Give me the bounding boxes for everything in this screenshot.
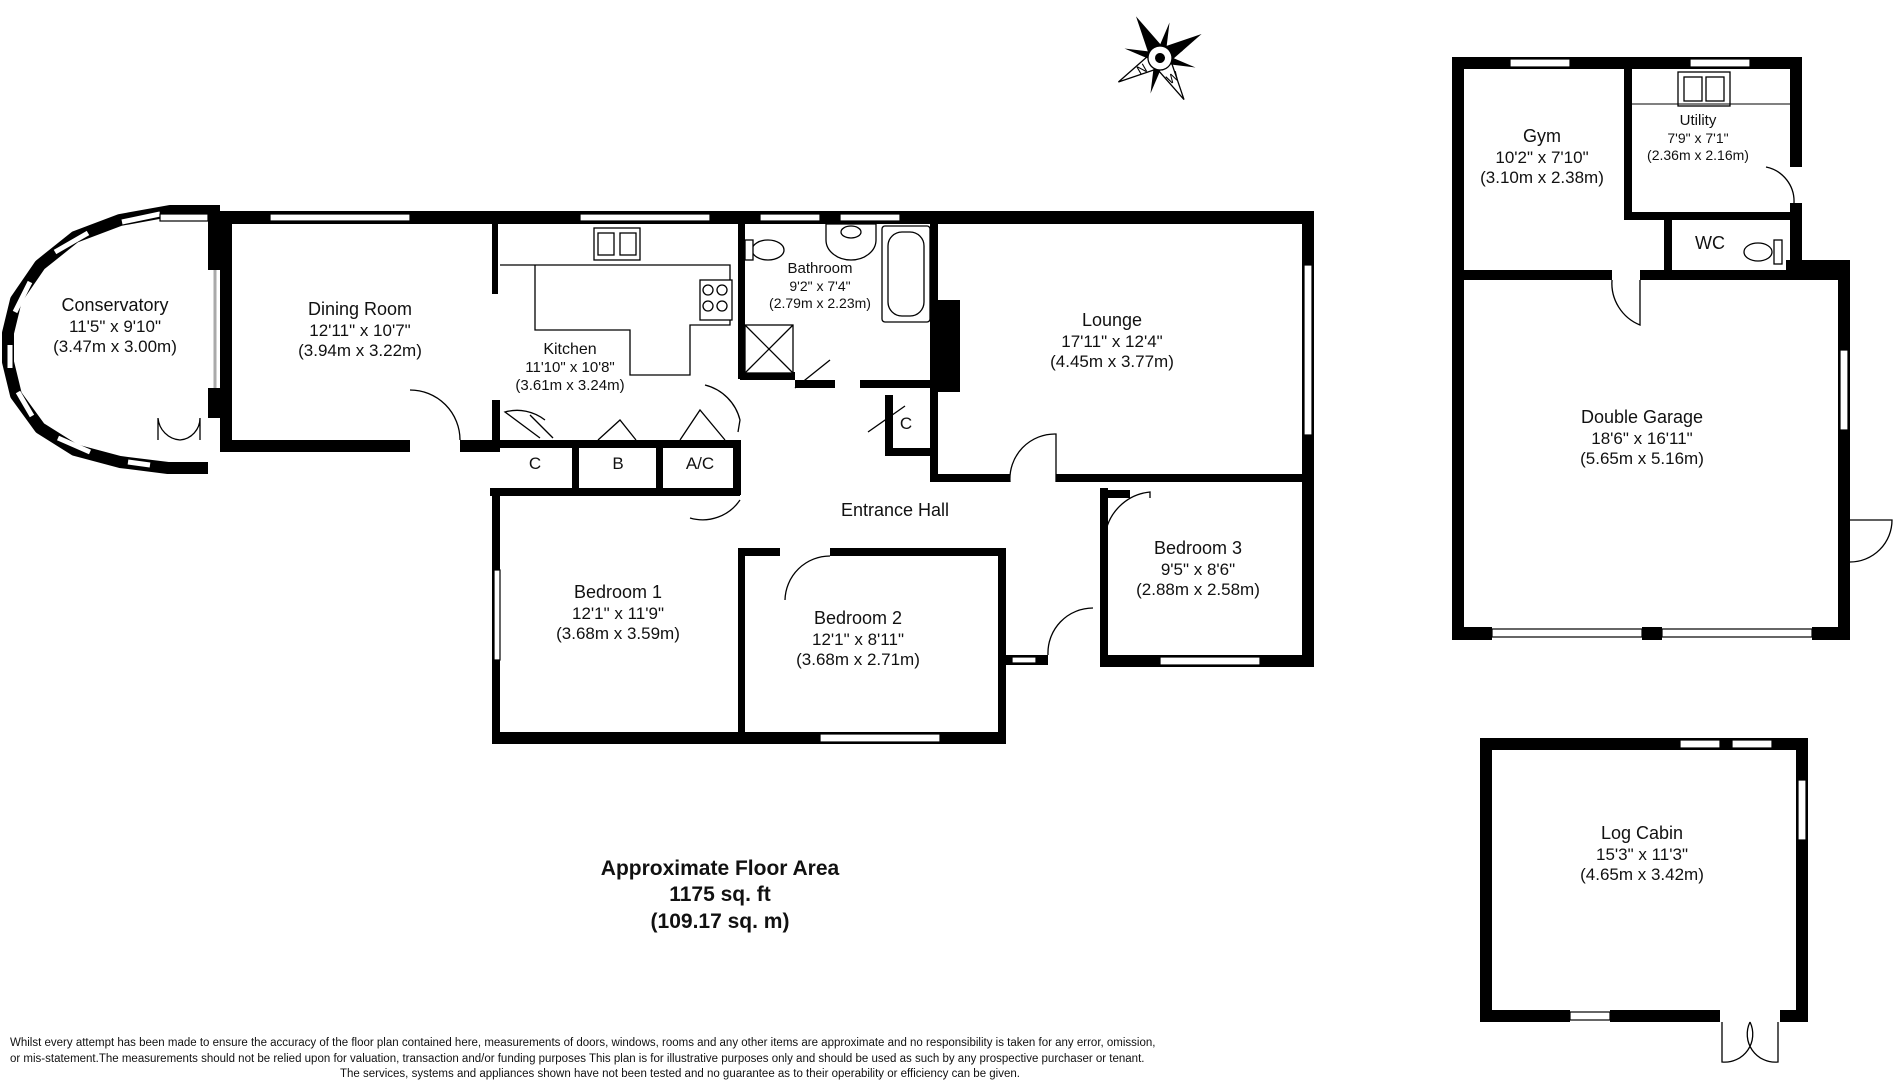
room-dim-metric: (3.10m x 2.38m) — [1480, 167, 1604, 187]
room-dim-imperial: 12'11" x 10'7" — [309, 320, 411, 340]
room-dim-imperial: 18'6" x 16'11" — [1591, 428, 1693, 448]
room-dim-imperial: 12'1" x 11'9" — [572, 603, 664, 623]
room-gym: Gym 10'2" x 7'10" (3.10m x 2.38m) — [1480, 126, 1604, 188]
room-kitchen: Kitchen 11'10" x 10'8" (3.61m x 3.24m) — [515, 340, 624, 395]
room-name: Lounge — [1081, 310, 1143, 330]
room-wc: WC — [1695, 233, 1725, 255]
room-dim-metric: (3.61m x 3.24m) — [515, 377, 625, 395]
room-entrance-hall: Entrance Hall — [841, 500, 949, 522]
utility-fittings — [1632, 71, 1790, 107]
garage-door-swings — [1611, 166, 1893, 563]
room-name: Entrance Hall — [840, 500, 950, 520]
room-dim-metric: (3.68m x 3.59m) — [556, 623, 680, 643]
room-log-cabin: Log Cabin 15'3" x 11'3" (4.65m x 3.42m) — [1580, 823, 1704, 885]
room-dim-metric: (4.65m x 3.42m) — [1580, 864, 1704, 884]
room-name: Kitchen — [543, 341, 597, 358]
room-dim-imperial: 17'11" x 12'4" — [1061, 331, 1163, 351]
room-lounge: Lounge 17'11" x 12'4" (4.45m x 3.77m) — [1050, 310, 1174, 372]
disclaimer-line-3: The services, systems and appliances sho… — [340, 1068, 1020, 1081]
log-cabin-doors — [1721, 1021, 1779, 1063]
conservatory-doors — [157, 417, 201, 441]
room-conservatory: Conservatory 11'5" x 9'10" (3.47m x 3.00… — [53, 295, 177, 357]
room-name: Dining Room — [307, 299, 413, 319]
conservatory-walls — [2, 205, 220, 474]
room-dim-imperial: 9'2" x 7'4" — [789, 278, 851, 294]
compass-icon: N S E W — [1118, 16, 1202, 100]
room-name: Gym — [1522, 126, 1561, 146]
cupboard-label-b: B — [612, 454, 624, 473]
bathroom-fittings — [744, 223, 931, 374]
disclaimer-line-2: or mis-statement.The measurements should… — [10, 1052, 1145, 1065]
floor-area-sqm: (109.17 sq. m) — [650, 909, 790, 933]
floor-area-summary: Approximate Floor Area 1175 sq. ft (109.… — [601, 856, 839, 935]
door-swings — [409, 359, 1151, 656]
garage-block-walls — [1452, 57, 1850, 640]
fireplace — [930, 300, 960, 392]
room-bedroom-1: Bedroom 1 12'1" x 11'9" (3.68m x 3.59m) — [556, 582, 680, 644]
room-name: Conservatory — [61, 295, 169, 315]
room-dim-imperial: 11'5" x 9'10" — [69, 316, 161, 336]
room-dim-imperial: 11'10" x 10'8" — [525, 359, 615, 377]
room-dining: Dining Room 12'11" x 10'7" (3.94m x 3.22… — [298, 299, 422, 361]
room-name: Log Cabin — [1600, 823, 1684, 843]
room-dim-imperial: 15'3" x 11'3" — [1596, 844, 1688, 864]
cupboard-label-ac: A/C — [685, 454, 715, 473]
room-double-garage: Double Garage 18'6" x 16'11" (5.65m x 5.… — [1580, 407, 1704, 469]
room-dim-imperial: 9'5" x 8'6" — [1160, 559, 1236, 579]
room-name: Double Garage — [1580, 407, 1704, 427]
room-dim-metric: (2.88m x 2.58m) — [1136, 579, 1260, 599]
room-dim-imperial: 7'9" x 7'1" — [1667, 130, 1729, 146]
room-dim-metric: (2.36m x 2.16m) — [1647, 146, 1749, 163]
room-name: Bedroom 2 — [813, 608, 903, 628]
wc-toilet-icon — [1743, 239, 1783, 265]
kitchen-fittings — [500, 227, 733, 376]
room-dim-metric: (3.94m x 3.22m) — [298, 340, 422, 360]
room-dim-metric: (4.45m x 3.77m) — [1050, 351, 1174, 371]
room-name: Bedroom 3 — [1153, 538, 1243, 558]
floor-area-sqft: 1175 sq. ft — [669, 883, 771, 907]
cupboard-label-c: C — [528, 454, 542, 473]
room-bedroom-2: Bedroom 2 12'1" x 8'11" (3.68m x 2.71m) — [796, 608, 920, 670]
room-dim-metric: (3.47m x 3.00m) — [53, 336, 177, 356]
floor-area-title: Approximate Floor Area — [600, 857, 840, 880]
room-bathroom: Bathroom 9'2" x 7'4" (2.79m x 2.23m) — [769, 260, 871, 312]
disclaimer: Whilst every attempt has been made to en… — [10, 1036, 1350, 1083]
room-dim-imperial: 12'1" x 8'11" — [812, 629, 904, 649]
room-dim-metric: (3.68m x 2.71m) — [796, 649, 920, 669]
log-cabin-walls — [1480, 738, 1808, 1022]
room-bedroom-3: Bedroom 3 9'5" x 8'6" (2.88m x 2.58m) — [1136, 538, 1260, 600]
cupboard-label-c-hall: C — [899, 414, 913, 433]
room-utility: Utility 7'9" x 7'1" (2.36m x 2.16m) — [1647, 112, 1749, 164]
disclaimer-line-1: Whilst every attempt has been made to en… — [10, 1037, 1156, 1049]
room-name: Bathroom — [787, 260, 853, 277]
room-dim-imperial: 10'2" x 7'10" — [1495, 147, 1589, 167]
room-name: Bedroom 1 — [573, 582, 663, 602]
room-dim-metric: (5.65m x 5.16m) — [1580, 448, 1704, 468]
house-walls — [159, 211, 1314, 744]
room-dim-metric: (2.79m x 2.23m) — [769, 294, 871, 311]
room-name: WC — [1695, 233, 1725, 253]
room-name: Utility — [1679, 112, 1717, 129]
